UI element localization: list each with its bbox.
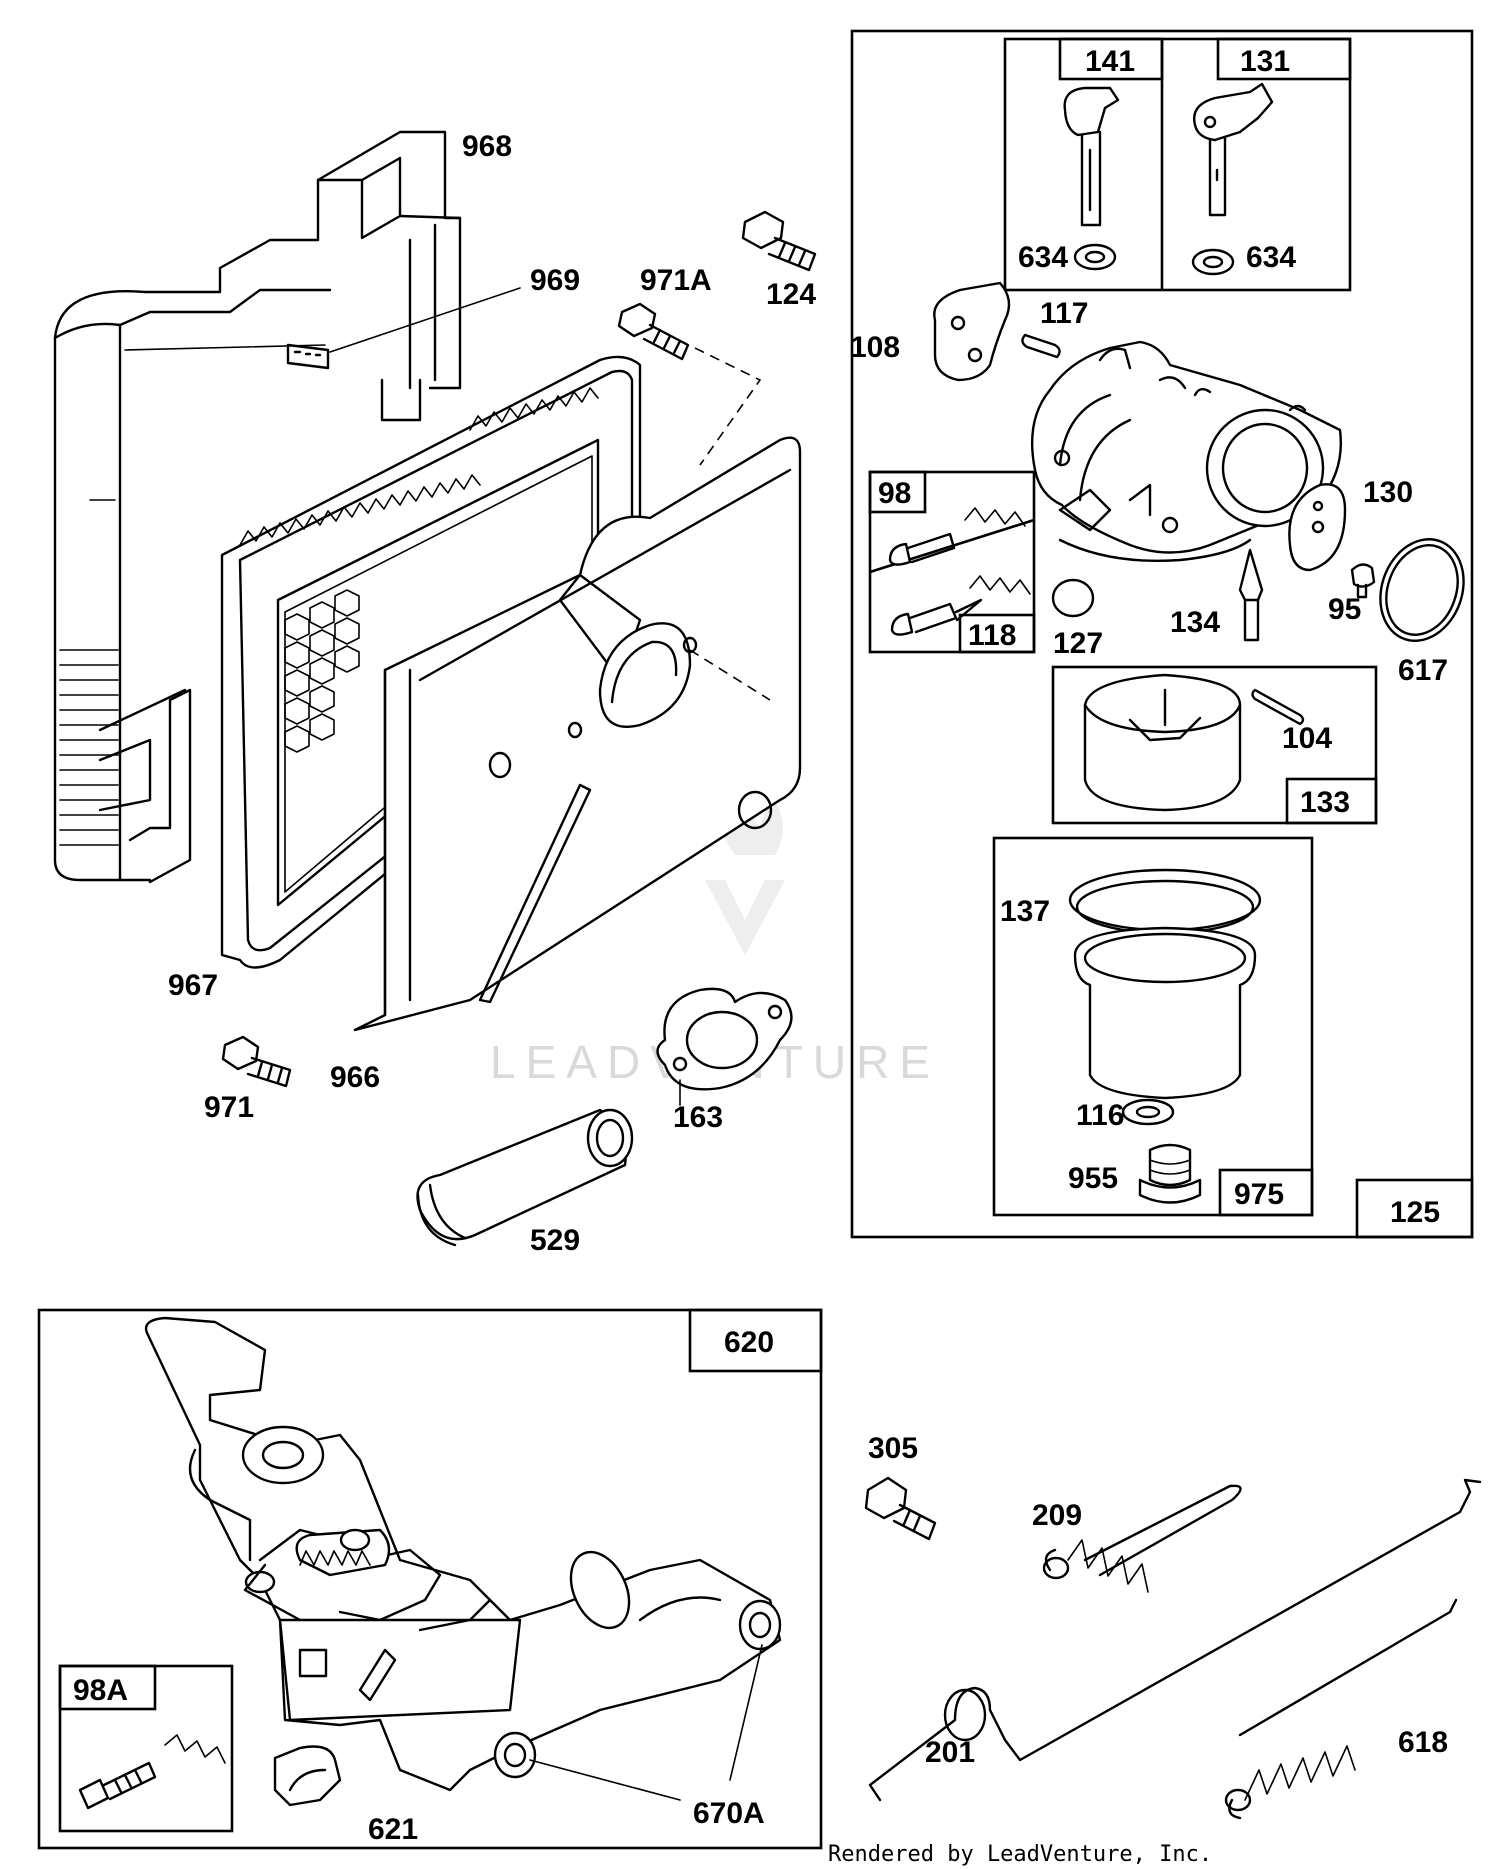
- label-201: 201: [925, 1736, 975, 1769]
- pin-117: [1021, 333, 1061, 359]
- label-box-98A: [58, 1664, 157, 1711]
- label-971: 971: [204, 1091, 254, 1124]
- float-133: [1083, 673, 1242, 812]
- choke-plate-108: [933, 281, 1011, 382]
- throttle-shaft-141: [1063, 86, 1120, 271]
- label-104: 104: [1282, 722, 1332, 755]
- nut-955: [1138, 1143, 1202, 1204]
- label-621: 621: [368, 1813, 418, 1846]
- box-975: [992, 836, 1314, 1217]
- label-108: 108: [850, 331, 900, 364]
- label-125: 125: [1390, 1196, 1440, 1229]
- label-box-133: [1285, 777, 1378, 825]
- gasket-163: [656, 987, 793, 1106]
- screw-305: [864, 1476, 937, 1541]
- label-134: 134: [1170, 606, 1220, 639]
- label-137: 137: [1000, 895, 1050, 928]
- plug-127: [1051, 578, 1095, 618]
- label-529: 529: [530, 1224, 580, 1257]
- label-968: 968: [462, 130, 512, 163]
- box-620: [37, 1308, 823, 1850]
- box-125: [850, 29, 1474, 1239]
- cover-966: [353, 436, 802, 1032]
- screw-124: [741, 210, 817, 272]
- label-163: 163: [673, 1101, 723, 1134]
- label-117: 117: [1040, 297, 1088, 330]
- label-131: 131: [1240, 45, 1290, 78]
- label-130: 130: [1363, 476, 1413, 509]
- label-95: 95: [1328, 593, 1361, 626]
- label-617: 617: [1398, 654, 1448, 687]
- rod-201: [868, 1478, 1482, 1802]
- label-971A: 971A: [640, 264, 712, 297]
- label-124: 124: [766, 278, 816, 311]
- label-box-131: [1216, 37, 1352, 81]
- choke-shaft-131: [1191, 82, 1274, 276]
- label-box-125: [1355, 1178, 1474, 1239]
- label-966: 966: [330, 1061, 380, 1094]
- label-967: 967: [168, 969, 218, 1002]
- label-969: 969: [530, 264, 580, 297]
- label-141: 141: [1085, 45, 1135, 78]
- filter-ribs: [59, 649, 119, 846]
- carburetor-body: [1030, 340, 1342, 563]
- label-634-left: 634: [1018, 241, 1068, 274]
- box-133: [1051, 665, 1378, 825]
- breather-tube-529: [416, 1108, 634, 1247]
- control-bracket-620: [144, 1316, 782, 1801]
- screw-971: [221, 1035, 292, 1088]
- label-209: 209: [1032, 1499, 1082, 1532]
- label-975: 975: [1234, 1178, 1284, 1211]
- stud-969: [286, 287, 521, 370]
- bowl-137: [1068, 868, 1262, 1100]
- label-618: 618: [1398, 1726, 1448, 1759]
- box-98-118: [868, 470, 1036, 654]
- pin-104: [1251, 688, 1305, 726]
- o-ring-617: [1379, 538, 1465, 642]
- screw-98A: [78, 1734, 226, 1810]
- label-955: 955: [1068, 1162, 1118, 1195]
- label-116: 116: [1076, 1099, 1124, 1132]
- needle-134: [1238, 548, 1264, 642]
- gasket-130: [1288, 483, 1347, 572]
- label-98: 98: [878, 477, 911, 510]
- filter-pleats: [239, 387, 599, 546]
- label-118: 118: [968, 619, 1016, 652]
- label-133: 133: [1300, 786, 1350, 819]
- screw-95: [1350, 563, 1376, 599]
- credit-text: Rendered by LeadVenture, Inc.: [828, 1842, 1213, 1867]
- screw-118: [890, 575, 1031, 636]
- label-98A: 98A: [73, 1674, 128, 1707]
- label-box-118: [958, 613, 1036, 654]
- label-box-620: [688, 1308, 823, 1373]
- air-cleaner-base-968: [53, 130, 462, 884]
- label-305: 305: [868, 1432, 918, 1465]
- screw-971A: [617, 302, 762, 466]
- spring-209: [1042, 1484, 1242, 1593]
- label-box-975: [1218, 1168, 1314, 1217]
- label-670A: 670A: [693, 1797, 765, 1830]
- filter-honeycomb: [284, 589, 360, 753]
- label-box-98: [868, 470, 927, 514]
- label-box-141: [1058, 37, 1164, 81]
- label-127: 127: [1053, 627, 1103, 660]
- part-labels: 968 969 971A 124 967 966 971 163 529 125…: [73, 45, 1448, 1846]
- clip-621: [273, 1745, 342, 1807]
- label-620: 620: [724, 1326, 774, 1359]
- screw-98: [888, 507, 1026, 566]
- box-141-131: [1003, 37, 1352, 292]
- washer-116: [1121, 1098, 1175, 1126]
- spring-618: [1224, 1598, 1458, 1820]
- label-634-right: 634: [1246, 241, 1296, 274]
